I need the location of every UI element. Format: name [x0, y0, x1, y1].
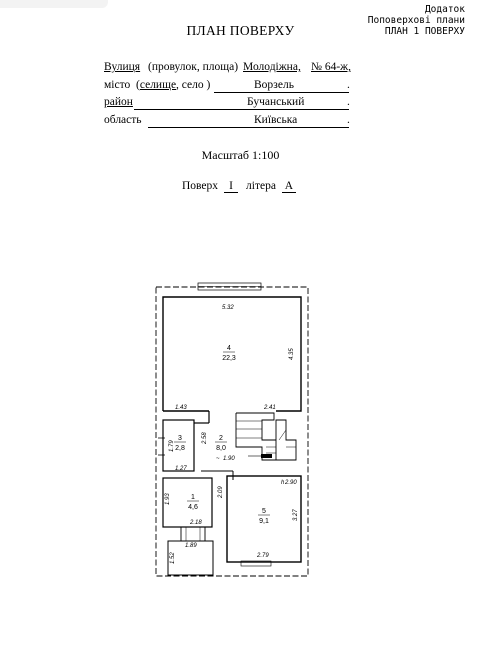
dim-right-height: 4.35: [289, 348, 295, 360]
appendix-subtitle: Поповерхові плани: [367, 15, 465, 26]
dim-room1-height: 1.93: [165, 493, 171, 505]
letter-label: літера: [246, 180, 276, 192]
region-end: .: [347, 114, 350, 126]
city-end: .: [347, 79, 350, 91]
room-4-number: 4: [227, 345, 231, 352]
city-hint: (селище, село ): [136, 79, 210, 91]
city-hint-open: (: [136, 79, 140, 91]
appendix-header: Додаток Поповерхові плани ПЛАН 1 ПОВЕРХУ: [368, 4, 465, 37]
appendix-label: Додаток: [424, 4, 465, 15]
dim-room4-right: 2.41: [263, 405, 276, 411]
room-1-area: 4,6: [188, 504, 198, 511]
dim-room5-bottom: 2.79: [256, 553, 269, 559]
street-value: Молодіжна,: [243, 61, 301, 73]
city-row: місто (селище, село ) Ворзель .: [104, 79, 354, 95]
dim-room3-height: 1.79: [169, 440, 175, 452]
window-bottom: [240, 560, 272, 567]
house-number: № 64-ж,: [311, 61, 351, 73]
city-value: Ворзель: [254, 79, 294, 91]
dim-stair-mark: h: [281, 480, 285, 486]
region-value: Київська: [254, 114, 298, 126]
room-1-number: 1: [191, 494, 195, 501]
letter-value: А: [281, 180, 296, 193]
stair-outline: [236, 412, 276, 441]
room-4-area: 22,3: [222, 355, 236, 362]
district-end: .: [347, 96, 350, 108]
dim-porch-height: 1.52: [170, 552, 176, 564]
dim-room1-width: 2.18: [189, 520, 202, 526]
dim-porch-width: 1.89: [185, 543, 197, 549]
top-strip: [0, 0, 108, 8]
door-marker: [261, 454, 272, 458]
city-hint-rest: , село ): [176, 79, 211, 91]
appendix-plan-name: ПЛАН 1 ПОВЕРХУ: [384, 26, 465, 37]
dim-room1-inner: 2.09: [218, 486, 224, 499]
floor-label: Поверх: [182, 180, 219, 192]
city-label: місто: [104, 79, 131, 91]
district-label: район: [104, 96, 133, 108]
district-value: Бучанський: [247, 96, 305, 108]
room-5-walls: [226, 475, 302, 563]
room-1-walls: [162, 477, 213, 528]
room-3-area: 2,8: [175, 445, 185, 452]
room-2-number: 2: [219, 435, 223, 442]
floor-value: I: [224, 180, 239, 193]
dim-room3-width: 1.27: [175, 466, 187, 472]
room-2-area: 8,0: [216, 445, 226, 452]
room-4-walls: [162, 296, 302, 412]
district-underline: [134, 109, 349, 110]
porch-walls: [167, 540, 214, 576]
dim-room5-top: 2.90: [284, 480, 297, 486]
page-title: ПЛАН ПОВЕРХУ: [186, 23, 295, 38]
room-5-number: 5: [262, 508, 266, 515]
district-row: район Бучанський .: [104, 96, 354, 112]
street-hint: (провулок, площа): [148, 61, 239, 73]
room-5-area: 9,1: [259, 518, 269, 525]
room-3-number: 3: [178, 435, 182, 442]
street-label: Вулиця: [104, 61, 141, 73]
dim-room5-height: 3.27: [293, 509, 299, 521]
dim-room2-width: 1.90: [223, 456, 235, 462]
room-3-walls: [162, 419, 195, 472]
region-underline: [148, 127, 349, 128]
region-row: область Київська .: [104, 114, 354, 130]
dim-top-width: 5.32: [222, 305, 234, 311]
city-hint-selected: селище: [139, 79, 177, 91]
region-label: область: [104, 114, 142, 126]
dim-room2-prefix: ~: [216, 456, 220, 462]
street-row: Вулиця (провулок, площа) Молодіжна, № 64…: [104, 61, 354, 77]
dim-room2-height: 2.58: [202, 432, 208, 445]
scale-label: Масштаб 1:100: [201, 148, 280, 162]
city-underline: [214, 92, 349, 93]
dim-room4-left: 1.43: [175, 405, 187, 411]
